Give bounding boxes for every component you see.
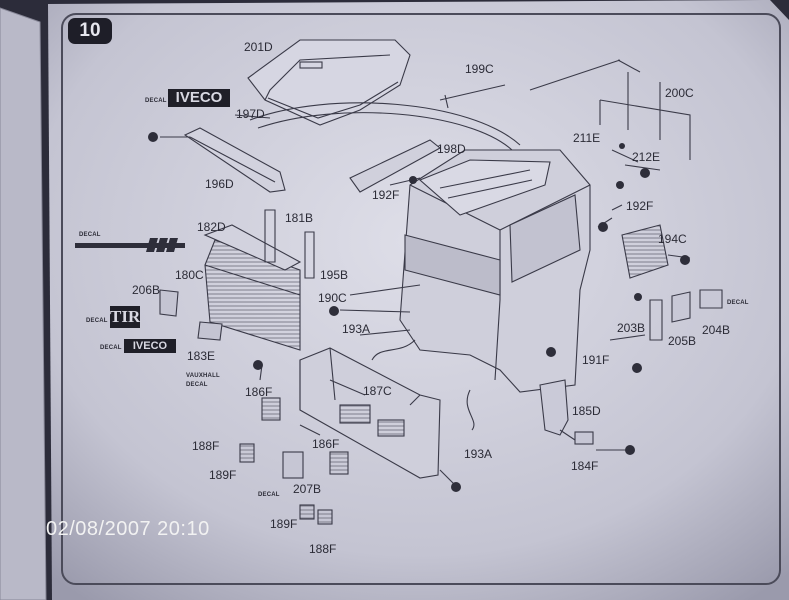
decal-label-iveco-small: DECAL bbox=[100, 345, 122, 351]
iveco-decal-logo: IVECO bbox=[168, 89, 230, 107]
part-label: 194C bbox=[658, 232, 687, 246]
part-label: 207B bbox=[293, 482, 322, 496]
part-label: 188F bbox=[192, 439, 220, 453]
step-number-badge: 10 bbox=[68, 18, 112, 44]
part-label: 185D bbox=[572, 404, 601, 418]
decal-label-tir: DECAL bbox=[86, 318, 108, 324]
decal-label-lamp: DECAL bbox=[258, 492, 280, 498]
part-label: 195B bbox=[320, 268, 349, 282]
callout-markers bbox=[148, 132, 690, 492]
part-label: 193A bbox=[464, 447, 493, 461]
decal-stripe bbox=[75, 243, 185, 248]
part-label: 189F bbox=[270, 517, 298, 531]
part-label: 184F bbox=[571, 459, 599, 473]
part-label: 181B bbox=[285, 211, 314, 225]
part-label: 196D bbox=[205, 177, 234, 191]
part-label: 188F bbox=[309, 542, 337, 556]
part-label: 183E bbox=[187, 349, 216, 363]
camera-timestamp: 02/08/2007 20:10 bbox=[46, 518, 210, 540]
part-label: 197D bbox=[236, 107, 265, 121]
part-label: 182D bbox=[197, 220, 226, 234]
part-label: 186F bbox=[245, 385, 273, 399]
decal-small-text: VAUXHALL bbox=[186, 373, 220, 379]
part-label: 204B bbox=[702, 323, 731, 337]
decal-label-stripe: DECAL bbox=[79, 232, 101, 238]
part-label: 186F bbox=[312, 437, 340, 451]
part-label: 193A bbox=[342, 322, 371, 336]
part-label: 201D bbox=[244, 40, 273, 54]
part-label: 203B bbox=[617, 321, 646, 335]
part-label: 190C bbox=[318, 291, 347, 305]
part-label: 205B bbox=[668, 334, 697, 348]
part-label: 180C bbox=[175, 268, 204, 282]
decal-label-grille: DECAL bbox=[186, 382, 208, 388]
part-label: 189F bbox=[209, 468, 237, 482]
part-label: 211E bbox=[573, 131, 601, 145]
part-label: 187C bbox=[363, 384, 392, 398]
iveco-small-decal-logo: IVECO bbox=[124, 339, 176, 353]
decal-label-mirror: DECAL bbox=[727, 300, 749, 306]
part-label: 192F bbox=[372, 188, 400, 202]
part-label: 198D bbox=[437, 142, 466, 156]
exploded-diagram bbox=[159, 39, 723, 525]
part-label: 206B bbox=[132, 283, 161, 297]
part-label: 212E bbox=[632, 150, 661, 164]
part-label: 192F bbox=[626, 199, 654, 213]
left-page-edge bbox=[0, 7, 47, 600]
step-panel-border bbox=[61, 13, 781, 585]
tir-decal-logo: TIR bbox=[110, 306, 141, 328]
part-label: 200C bbox=[665, 86, 694, 100]
decal-label: DECAL bbox=[145, 98, 167, 104]
part-label: 199C bbox=[465, 62, 494, 76]
part-label: 191F bbox=[582, 353, 610, 367]
